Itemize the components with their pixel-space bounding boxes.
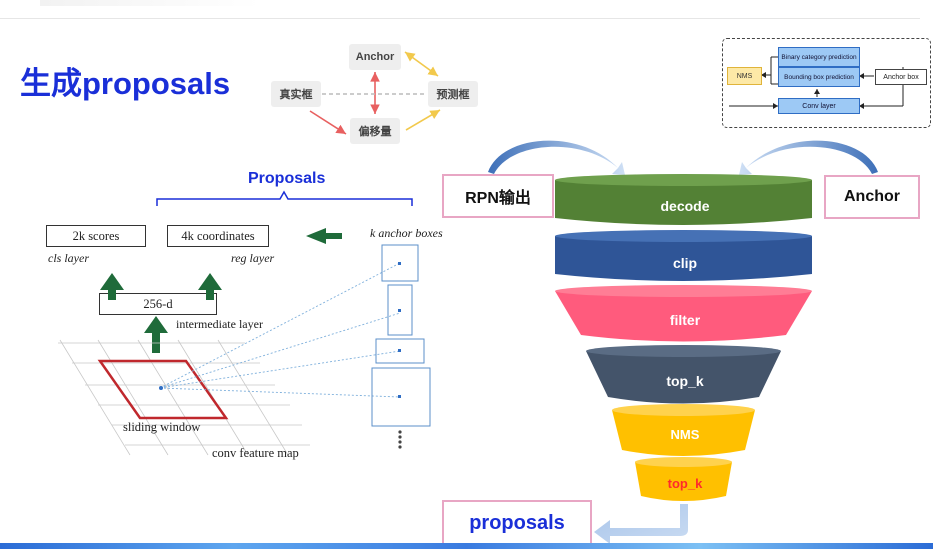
rpn-figure-graphics bbox=[58, 228, 431, 456]
stage-label-nms: NMS bbox=[670, 426, 700, 442]
page-title: 生成proposals bbox=[20, 66, 231, 101]
cls-layer-label: cls layer bbox=[48, 251, 89, 265]
stage-label-topk: top_k bbox=[666, 373, 704, 389]
stage-filter bbox=[555, 285, 812, 342]
anchor-node: Anchor bbox=[349, 44, 401, 70]
anchor-box: Anchor box bbox=[875, 69, 927, 85]
stage-label-topk2: top_k bbox=[667, 475, 703, 491]
anchor-input-box: Anchor bbox=[824, 175, 920, 219]
green-arrows bbox=[100, 228, 342, 353]
stage-label-decode: decode bbox=[660, 198, 710, 214]
proposals-brace bbox=[156, 190, 413, 206]
stage-nms bbox=[612, 404, 755, 456]
funnel-arrows bbox=[488, 140, 878, 544]
nms-box: NMS bbox=[727, 67, 762, 85]
ellipsis-dots bbox=[398, 430, 402, 449]
feature-map-grid bbox=[58, 339, 310, 456]
sliding-window-label: sliding window bbox=[123, 420, 201, 434]
top-fade bbox=[40, 0, 260, 6]
projection-lines bbox=[159, 262, 401, 398]
top-divider bbox=[0, 18, 920, 19]
stage-label-filter: filter bbox=[669, 312, 701, 328]
stage-clip bbox=[555, 230, 812, 281]
rpn-head-diagram: NMS Binary category prediction Bounding … bbox=[722, 38, 931, 128]
stage-topk2 bbox=[635, 457, 732, 501]
sliding-window-rect bbox=[97, 359, 229, 420]
bbox-prediction-box: Bounding box prediction bbox=[778, 67, 860, 87]
proposals-output-box: proposals bbox=[442, 500, 592, 546]
offset-node: 偏移量 bbox=[350, 118, 400, 144]
funnel-stages bbox=[555, 174, 812, 501]
intermediate-layer-label: intermediate layer bbox=[176, 317, 263, 331]
proposals-title: Proposals bbox=[248, 170, 326, 187]
rpn-output-box: RPN输出 bbox=[442, 174, 554, 218]
coordinates-box: 4k coordinates bbox=[167, 225, 269, 247]
reg-layer-label: reg layer bbox=[231, 251, 275, 265]
feature-map-label: conv feature map bbox=[212, 446, 299, 460]
prediction-node: 预测框 bbox=[428, 81, 478, 107]
ground-truth-node: 真实框 bbox=[271, 81, 321, 107]
anchor-boxes-label: k anchor boxes bbox=[370, 226, 443, 240]
stage-topk bbox=[586, 345, 781, 404]
binary-category-box: Binary category prediction bbox=[778, 47, 860, 67]
anchor-boxes bbox=[371, 244, 431, 427]
stage-label-clip: clip bbox=[672, 255, 698, 271]
bottom-bar bbox=[0, 543, 933, 549]
stage-decode bbox=[555, 174, 812, 225]
conv-layer-box: Conv layer bbox=[778, 98, 860, 114]
rpn-head-arrows bbox=[729, 56, 904, 109]
relation-arrows bbox=[309, 51, 441, 135]
intermediate-box: 256-d bbox=[99, 293, 217, 315]
scores-box: 2k scores bbox=[46, 225, 146, 247]
